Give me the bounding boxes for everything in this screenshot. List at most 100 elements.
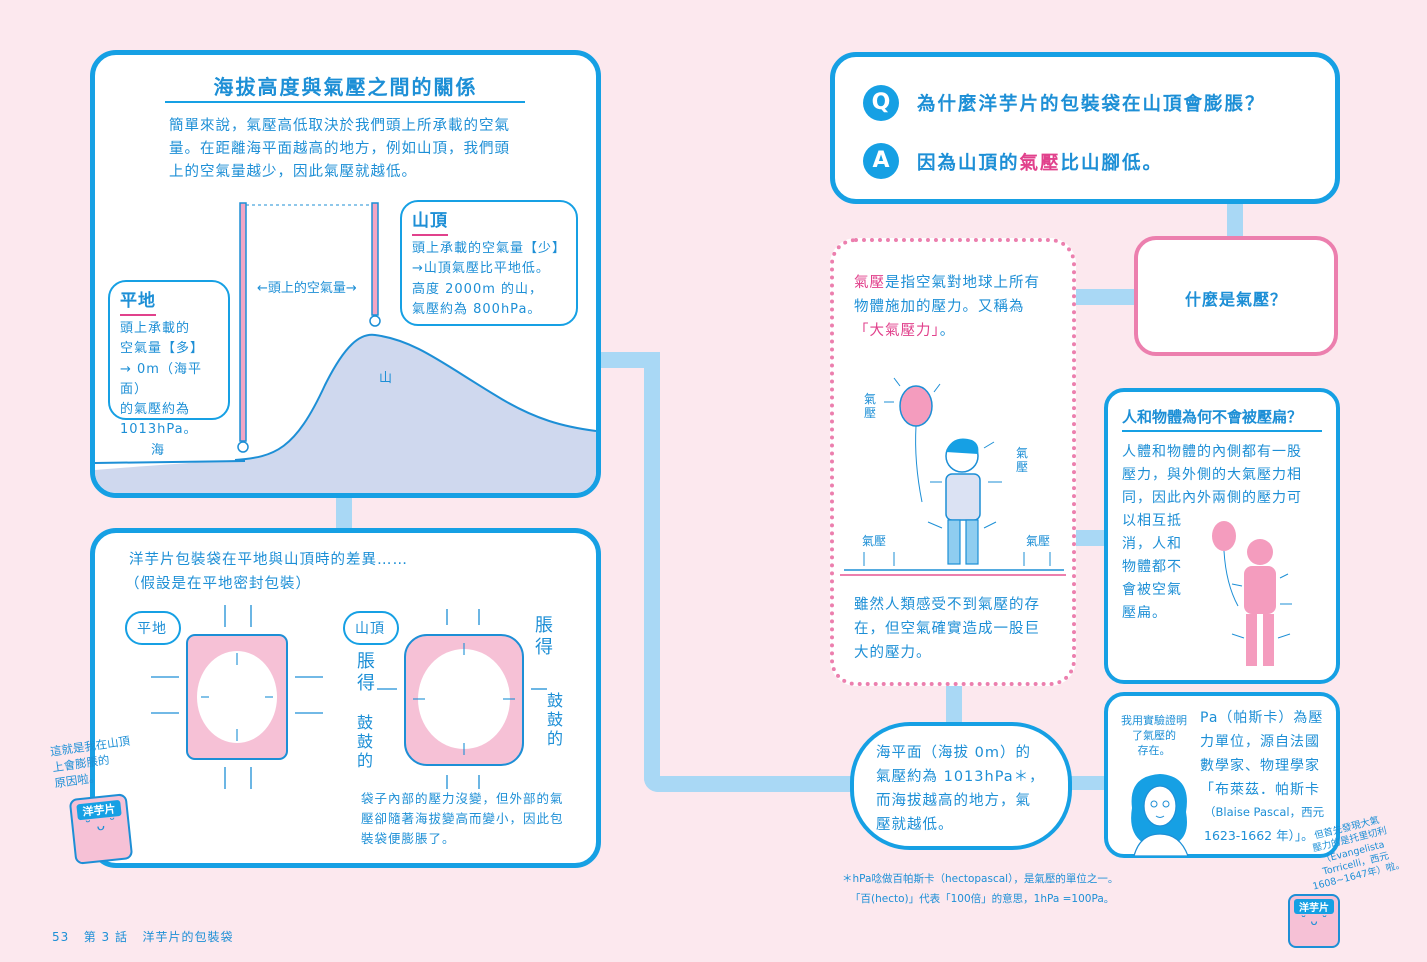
answer-text: 因為山頂的氣壓比山腳低。 <box>917 149 1163 175</box>
mountain-outline <box>234 333 596 461</box>
connector-main-bottom <box>644 776 858 792</box>
bag-heading-1: 洋芋片包裝袋在平地與山頂時的差異…… <box>129 552 408 568</box>
pressure-desc-quote: 「大氣壓力」 <box>854 323 940 339</box>
cloud-line-4: 壓就越低。 <box>876 817 954 833</box>
page-number: 53 <box>52 930 70 944</box>
pascal-speech: 我用實驗證明 了氣壓的 存在。 <box>1114 714 1194 759</box>
pressure-word-balloon: 氣壓 <box>864 392 877 421</box>
chip-face-right-icon: ˘ ᴗ ˘ <box>1300 914 1328 928</box>
summit-air-column <box>371 202 379 316</box>
panel-title: 海拔高度與氣壓之間的關係 <box>213 75 478 99</box>
summit-tag: 山頂 <box>343 611 399 645</box>
pascal-speech-line-1: 我用實驗證明 <box>1121 714 1187 727</box>
what-is-pressure-label: 什麼是氣壓？ <box>1184 290 1287 309</box>
pressure-desc-line-3: 「大氣壓力」。 <box>854 320 955 342</box>
chapter-title: 洋芋片的包裝袋 <box>142 930 234 944</box>
pressure-desc-highlight: 氣壓 <box>854 275 885 291</box>
plain-tag: 平地 <box>125 611 181 645</box>
connector-main-vertical <box>644 352 660 792</box>
pascal-line-4: 「布萊茲．帕斯卡 <box>1200 782 1320 798</box>
cloud-line-2: 氣壓約為 1013hPa＊， <box>876 769 1045 785</box>
pascal-speech-line-3: 存在。 <box>1137 743 1171 757</box>
chapter-number: 第 3 話 <box>83 930 128 944</box>
bag-heading-2: （假設是在平地密封包裝） <box>125 576 311 592</box>
pascal-portrait <box>1131 774 1189 856</box>
cloud-line-3: 而海拔越高的地方，氣 <box>876 793 1031 809</box>
swell-word-1: 脹得 <box>535 615 553 658</box>
pressure-bottom-line-1: 雖然人類感受不到氣壓的存 <box>854 597 1040 613</box>
air-amount-label: ←頭上的空氣量→ <box>257 281 357 296</box>
page-footer: 53 第 3 話 洋芋片的包裝袋 <box>52 928 233 945</box>
chip-character-right-label: 洋芋片 <box>1294 899 1334 914</box>
plain-line-4: 的氣壓約為 <box>120 401 191 417</box>
question-text: 為什麼洋芋片的包裝袋在山頂會膨脹？ <box>917 94 1266 115</box>
connector-flatten-horizontal <box>1068 530 1108 546</box>
person-balloon-illustration <box>844 377 1064 571</box>
plain-air-column <box>239 202 247 442</box>
summit-line-4: 氣壓約為 800hPa。 <box>412 301 542 317</box>
mountain-shape <box>95 334 596 493</box>
swell-word-3: 鼓鼓的 <box>547 691 564 749</box>
mountain-label: 山 <box>379 371 393 386</box>
pink-person-head <box>1247 539 1273 565</box>
pressure-desc-line-2: 物體施加的壓力。又稱為 <box>854 299 1025 315</box>
flatten-title: 人和物體為何不會被壓扁？ <box>1122 408 1303 426</box>
connector-pressure-horizontal <box>1070 289 1138 305</box>
mountain-diagram <box>95 202 596 493</box>
pascal-speech-line-2: 了氣壓的 <box>1132 728 1176 742</box>
plain-line-3: → 0m（海平面） <box>120 361 202 397</box>
connector-cloud-vertical <box>946 684 962 728</box>
summit-bubble: 山頂 頭上承載的空氣量【少】 →山頂氣壓比平地低。 高度 2000m 的山， 氣… <box>400 200 578 326</box>
plain-inner-arrows <box>201 653 273 741</box>
flatten-line-4: 以相互抵 <box>1122 513 1182 529</box>
summit-inner-arrows <box>413 643 515 755</box>
bag-diagrams <box>151 605 547 789</box>
pink-balloon-icon <box>1212 521 1236 551</box>
plain-line-1: 頭上承載的 <box>120 321 191 337</box>
plain-outer-arrows <box>151 605 323 789</box>
connector-qa-down <box>1227 204 1243 238</box>
pressure-bottom-line-2: 在，但空氣確實造成一股巨 <box>854 621 1040 637</box>
bag-caption-2: 壓卻隨著海拔變高而變小，因此包 <box>361 811 564 826</box>
flatten-line-6: 物體都不 <box>1122 559 1182 575</box>
answer-before: 因為山頂的 <box>917 153 1020 174</box>
pascal-line-3: 數學家、物理學家 <box>1200 758 1320 774</box>
intro-line-2: 量。在距離海平面越高的地方，例如山頂，我們頭 <box>169 141 510 157</box>
pressure-desc-line-1: 氣壓是指空氣對地球上所有 <box>854 272 1040 294</box>
intro-line-1: 簡單來說，氣壓高低取決於我們頭上所承載的空氣 <box>169 118 510 134</box>
plain-bag-inside <box>197 651 277 743</box>
balloon-icon <box>899 385 933 427</box>
flatten-line-1: 人體和物體的內側都有一股 <box>1122 444 1302 460</box>
summit-column-base <box>369 315 381 327</box>
connector-left-vertical <box>336 495 352 533</box>
summit-line-1: 頭上承載的空氣量【少】 <box>412 241 567 257</box>
bag-caption-1: 袋子內部的壓力沒變，但外部的氣 <box>361 791 564 806</box>
bag-comparison-panel: 洋芋片包裝袋在平地與山頂時的差異…… （假設是在平地密封包裝） 平地 山頂 <box>90 528 601 868</box>
summit-line-3: 高度 2000m 的山， <box>412 281 544 297</box>
why-not-flattened-panel: 人和物體為何不會被壓扁？ 人體和物體的內側都有一股 壓力，與外側的大氣壓力相 同… <box>1104 388 1340 684</box>
pressure-word-right: 氣壓 <box>1016 446 1029 475</box>
intro-line-3: 上的空氣量越少，因此氣壓就越低。 <box>169 164 417 180</box>
footnote-line-2: 「百(hecto)」代表「100倍」的意思，1hPa =100Pa。 <box>850 892 1115 905</box>
answer-highlight: 氣壓 <box>1019 153 1061 174</box>
summit-line-2: →山頂氣壓比平地低。 <box>412 261 550 277</box>
swell-word-4: 鼓鼓的 <box>357 713 374 771</box>
pressure-bottom-line-3: 大的壓力。 <box>854 645 932 661</box>
plain-column-base <box>237 441 249 453</box>
flatten-line-7: 會被空氣 <box>1122 582 1182 598</box>
pressure-desc-rest: 是指空氣對地球上所有 <box>885 275 1040 291</box>
swell-word-2: 脹得 <box>357 651 375 694</box>
pink-person-body <box>1244 566 1276 614</box>
flatten-line-8: 壓扁。 <box>1122 605 1167 621</box>
flatten-title-underline <box>1122 430 1322 432</box>
pressure-desc-end: 。 <box>939 323 956 339</box>
what-is-pressure-box: 什麼是氣壓？ <box>1134 236 1338 356</box>
chip-character-left: 洋芋片 ˘ ᴗ ˘ <box>68 793 134 865</box>
plain-bubble-title: 平地 <box>120 288 156 317</box>
chip-character-right: 洋芋片 ˘ ᴗ ˘ <box>1288 894 1340 948</box>
title-underline <box>165 101 525 103</box>
bag-caption-3: 裝袋便膨脹了。 <box>361 831 456 846</box>
sea-label: 海 <box>151 443 165 458</box>
summit-bubble-title: 山頂 <box>412 208 448 237</box>
pascal-line-2: 力單位，源自法國 <box>1200 734 1320 750</box>
